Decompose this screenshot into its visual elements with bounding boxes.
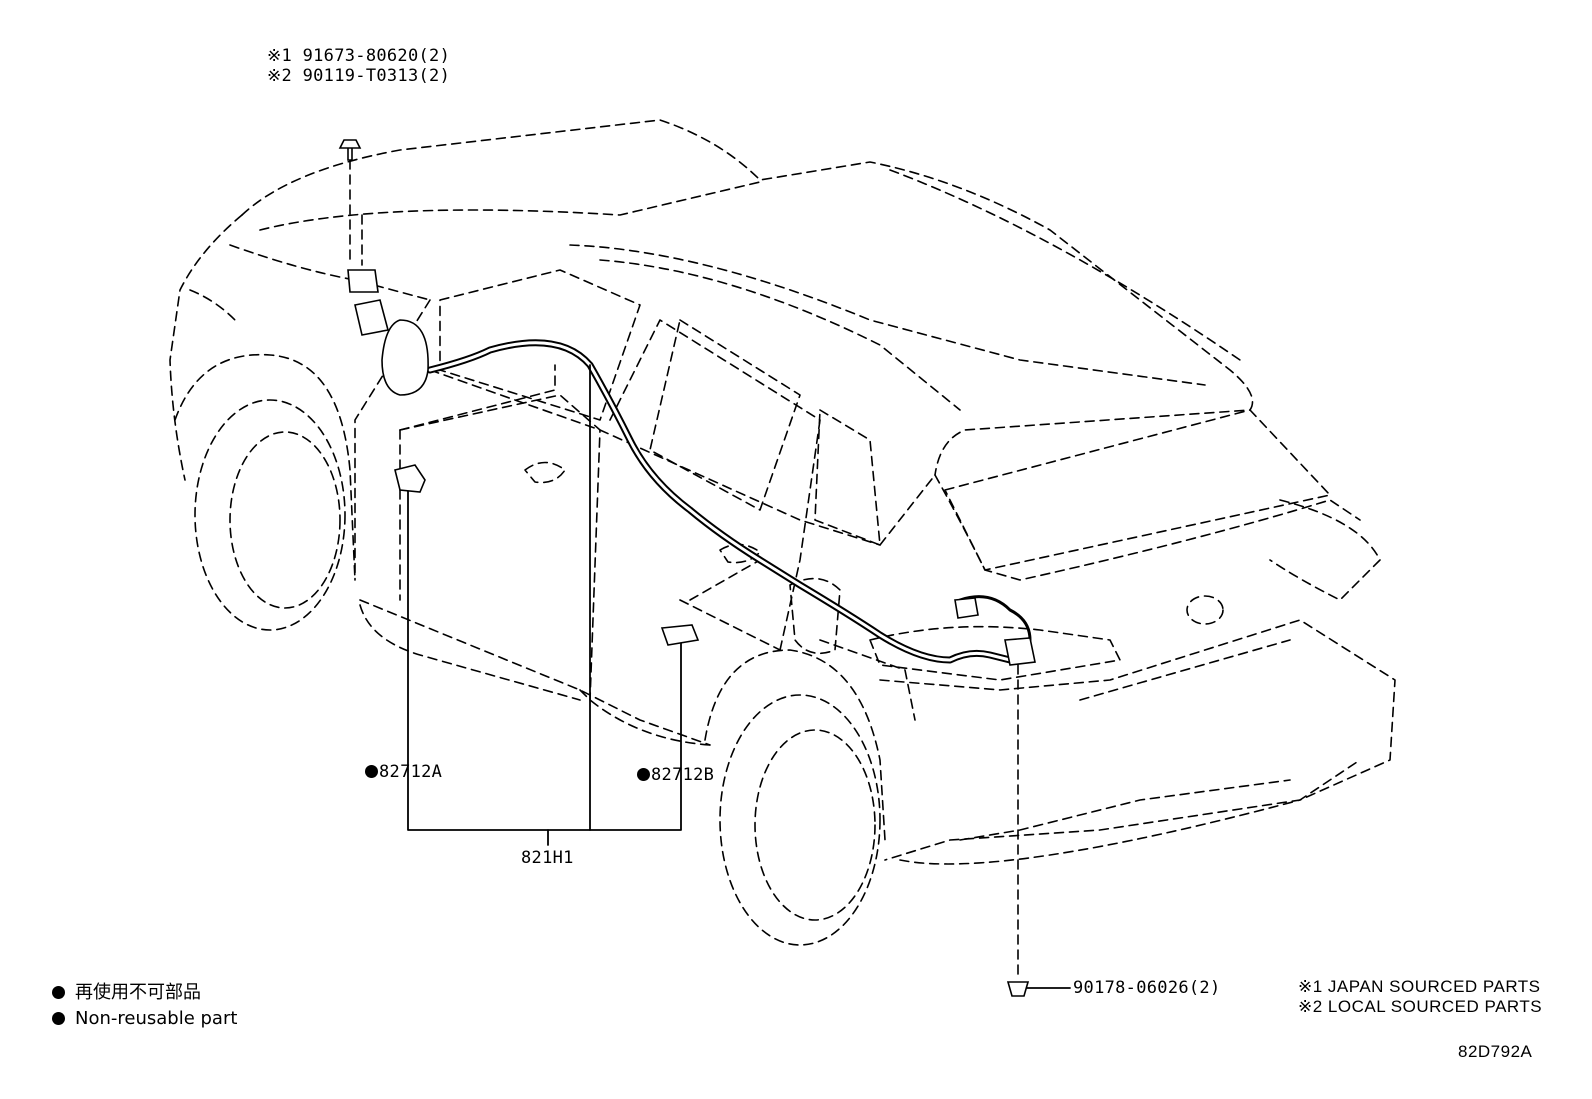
leader-door-b-dashed — [679, 599, 781, 651]
part-a-callout: 82712A — [365, 764, 442, 781]
rear-window-glass — [944, 409, 1331, 571]
sensor-a-icon — [394, 464, 426, 493]
legend-en: Non-reusable part — [52, 1010, 237, 1028]
front-tire-inner — [229, 431, 341, 609]
roof-rail — [569, 244, 1206, 386]
front-door-outline — [399, 394, 601, 701]
rear-window — [649, 319, 801, 511]
front-grille — [189, 289, 236, 321]
rear-hatch — [934, 474, 1361, 581]
front-wheel — [194, 399, 346, 631]
bolt-top-callout-1: ※1 91673-80620(2) — [267, 46, 451, 66]
rear-light-left — [869, 625, 1121, 681]
rear-wheel-arch — [704, 649, 886, 841]
rear-quarter — [819, 639, 916, 721]
rear-bumper — [879, 619, 1396, 861]
quarter-window — [814, 409, 881, 546]
rear-pillar — [879, 474, 936, 546]
part-b-callout: 82712B — [637, 767, 714, 784]
roof-rail-2 — [599, 259, 961, 411]
clip-callout: 90178-06026(2) — [1073, 978, 1221, 998]
part-b-label: 82712B — [651, 765, 715, 785]
bolt-top-callout-2: ※2 90119-T0313(2) — [267, 66, 451, 86]
front-wheel-arch — [174, 353, 356, 581]
legend-dot-icon — [52, 1012, 65, 1025]
fuel-door — [789, 577, 841, 655]
body-sill — [359, 599, 711, 746]
leader-part-a-line — [407, 489, 682, 831]
mirror-icon — [381, 319, 429, 396]
rear-diffuser — [959, 779, 1291, 841]
note-local-sourced: ※2 LOCAL SOURCED PARTS — [1298, 997, 1543, 1016]
front-window — [439, 269, 641, 421]
hood-line — [169, 214, 243, 481]
assembly-callout: 821H1 — [521, 848, 574, 868]
body-lower — [359, 604, 581, 701]
license-recess — [1079, 639, 1291, 701]
illustration-code: 82D792A — [1458, 1042, 1533, 1061]
connector-top-icon — [347, 269, 389, 336]
hood-edge — [229, 244, 431, 301]
non-reusable-dot-icon — [637, 768, 650, 781]
legend-jp: 再使用不可部品 — [52, 984, 201, 1002]
rear-emblem — [1186, 595, 1224, 625]
wire-rear-branch — [958, 595, 1032, 642]
wire-harness — [426, 339, 1014, 664]
non-reusable-dot-icon — [365, 765, 378, 778]
rear-light-right — [1269, 499, 1381, 601]
leader-door-b-dashed-2 — [689, 559, 761, 601]
roof-rear-edge — [889, 169, 1241, 361]
legend-jp-label: 再使用不可部品 — [75, 982, 201, 1003]
rear-side-lower — [579, 689, 711, 746]
front-door-handle — [524, 461, 566, 484]
belt-line — [429, 369, 881, 546]
wire-harness-core — [428, 341, 1012, 662]
part-a-label: 82712A — [379, 762, 443, 782]
rear-bumper-lower — [899, 759, 1361, 865]
clip-icon — [1006, 981, 1030, 997]
sensor-b-icon — [660, 624, 700, 646]
rear-connector-icon — [954, 597, 1036, 666]
rear-tire-inner — [754, 729, 876, 921]
legend-dot-icon — [52, 986, 65, 999]
leader-door-a-dashed — [399, 364, 556, 431]
note-japan-sourced: ※1 JAPAN SOURCED PARTS — [1298, 977, 1541, 996]
roof-inner-line — [259, 181, 761, 231]
legend-en-label: Non-reusable part — [75, 1008, 238, 1029]
bolt-icon — [338, 139, 362, 161]
rear-wheel — [719, 694, 881, 946]
roof-outline — [241, 119, 1254, 476]
